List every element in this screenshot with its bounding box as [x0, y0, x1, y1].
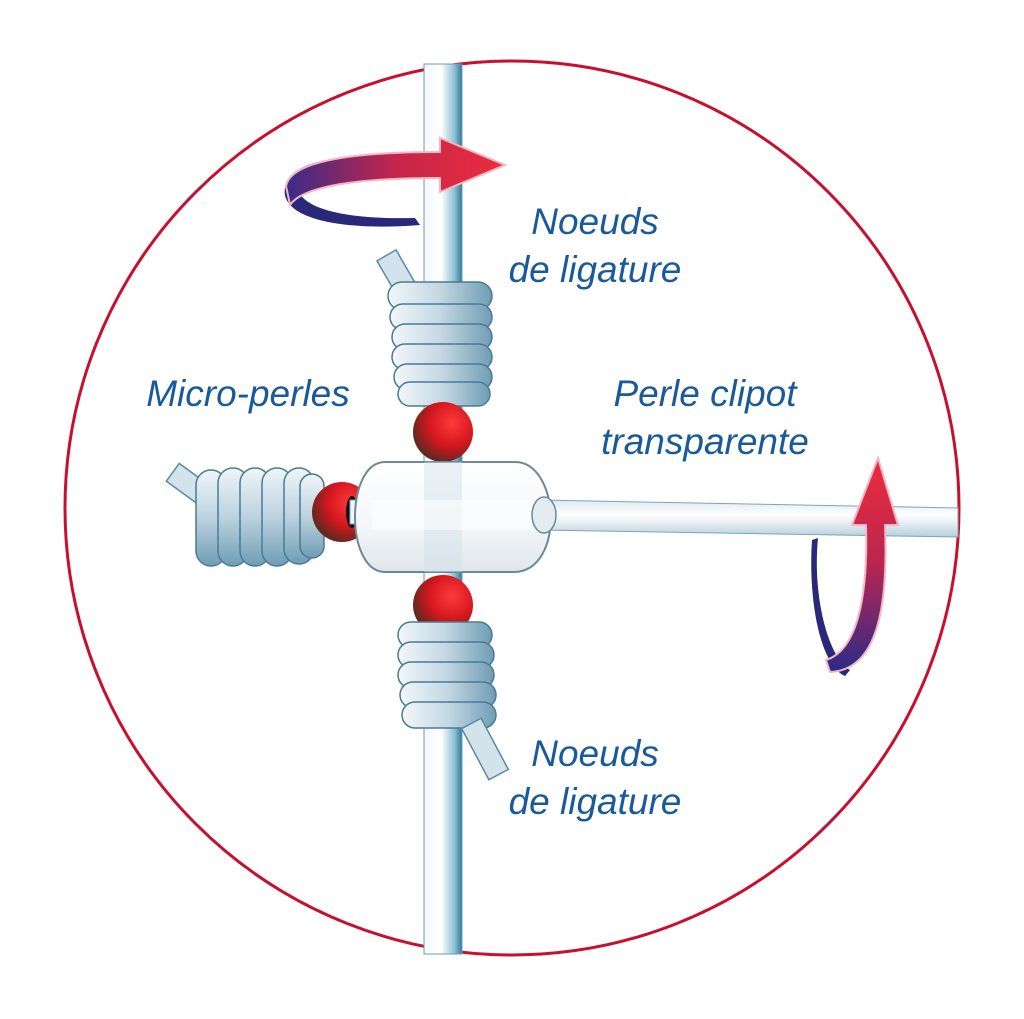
- top-rotation-arrow-icon: [284, 136, 508, 227]
- bottom-knot-coils: [397, 621, 497, 729]
- top-micro-bead: [413, 402, 473, 462]
- label-clip-bead-line1: Perle clipot: [613, 373, 797, 414]
- right-rotation-arrow-icon: [811, 454, 900, 676]
- top-knot-coils: [387, 281, 493, 407]
- label-bottom-knots-line1: Noeuds: [531, 733, 659, 774]
- label-top-knots-line1: Noeuds: [531, 201, 659, 242]
- label-clip-bead-line2: transparente: [601, 421, 809, 462]
- bottom-micro-bead: [413, 575, 473, 635]
- left-knot-coils: [195, 467, 325, 567]
- label-micro-beads: Micro-perles: [128, 370, 368, 418]
- bottom-tag-end: [460, 717, 510, 781]
- label-top-knots: Noeuds de ligature: [480, 198, 710, 294]
- label-clip-bead: Perle clipot transparente: [580, 370, 830, 466]
- label-bottom-knots: Noeuds de ligature: [480, 730, 710, 826]
- label-micro-beads-line1: Micro-perles: [146, 373, 350, 414]
- label-top-knots-line2: de ligature: [508, 249, 682, 290]
- clip-bead: [354, 461, 557, 573]
- label-bottom-knots-line2: de ligature: [508, 781, 682, 822]
